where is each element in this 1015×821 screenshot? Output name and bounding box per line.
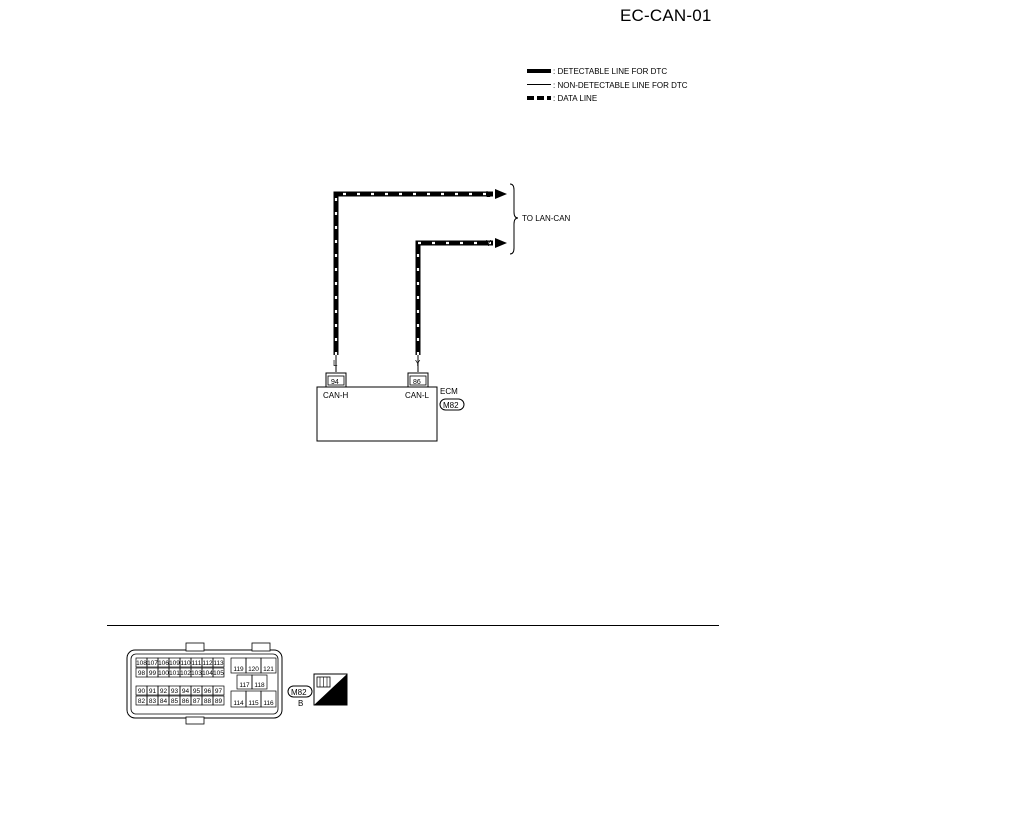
connector-pin-number: 117	[239, 682, 250, 689]
connector-pin-number: 110	[180, 660, 191, 667]
connector-cavity	[260, 690, 277, 708]
ecm-connector-oval	[439, 398, 465, 411]
connector-pin-number: 91	[149, 688, 157, 695]
connector-latch-right	[251, 642, 271, 652]
connector-pin-number: 96	[204, 688, 212, 695]
connector-pin-number: 104	[202, 670, 213, 677]
connector-pin-number: 98	[138, 670, 146, 677]
connector-pin-number: 86	[182, 698, 190, 705]
connector-pin-number: 105	[213, 670, 224, 677]
connector-id: M82	[291, 688, 307, 697]
can-h-wire-color-bottom: L	[333, 359, 338, 368]
connector-pin-number: 82	[138, 698, 146, 705]
connector-pin-number: 111	[192, 660, 202, 667]
connector-pin-number: 115	[248, 700, 259, 707]
connector-pin-number: 93	[171, 688, 179, 695]
ecm-pin-l-terminal	[407, 372, 429, 388]
connector-housing-outer	[126, 649, 283, 719]
connector-pin-number: 95	[193, 688, 201, 695]
connector-pin-number: 109	[169, 660, 180, 667]
can-l-arrow	[495, 238, 507, 248]
connector-pin-number: 94	[182, 688, 190, 695]
connector-pin-number: 84	[160, 698, 168, 705]
connector-pin-number: 85	[171, 698, 179, 705]
connector-cavity	[212, 657, 225, 668]
ecm-connector-id: M82	[443, 401, 459, 410]
connector-pin-number: 89	[215, 698, 223, 705]
lan-can-bracket	[509, 183, 519, 255]
ecm-box	[316, 386, 438, 442]
legend-data-line-label: : DATA LINE	[553, 94, 597, 103]
connector-pin-number: 108	[136, 660, 147, 667]
connector-pin-number: 99	[149, 670, 157, 677]
connector-pin-number: 121	[263, 666, 274, 673]
connector-pin-number: 101	[169, 670, 180, 677]
connector-latch-left	[185, 642, 205, 652]
connector-pin-number: 119	[233, 666, 244, 673]
connector-pin-number: 120	[248, 666, 259, 673]
can-l-wire	[415, 238, 507, 372]
ecm-unit: 94 86	[316, 372, 438, 442]
connector-pin-number: 102	[180, 670, 191, 677]
page-title: EC-CAN-01	[620, 6, 712, 25]
hs-badge-triangle	[314, 674, 347, 705]
can-l-wire-color-bottom: Y	[415, 359, 421, 368]
connector-cavity	[212, 695, 225, 706]
connector-housing-inner	[130, 653, 279, 715]
connector-pin-number: 90	[138, 688, 146, 695]
connector-pin-number: 118	[254, 682, 265, 689]
legend-detectable-label: : DETECTABLE LINE FOR DTC	[553, 67, 667, 76]
connector-pin-number: 116	[263, 700, 274, 707]
connector-pin-number: 107	[147, 660, 158, 667]
connector-cavity	[260, 657, 277, 674]
connector-pin-number: 103	[191, 670, 202, 677]
connector-pin-number: 114	[233, 700, 244, 707]
can-h-wire-color-top: L	[486, 190, 491, 199]
connector-id-oval	[287, 685, 313, 698]
connector-pin-number: 83	[149, 698, 157, 705]
ecm-name: ECM	[440, 387, 458, 396]
connector-cavity	[212, 685, 225, 696]
connector-color: B	[298, 699, 303, 708]
connector-pin-number: 112	[202, 660, 213, 667]
connector-pin-number: 88	[204, 698, 212, 705]
can-h-arrow	[495, 189, 507, 199]
connector-key-bottom	[185, 716, 205, 725]
ecm-pin-h-terminal	[325, 372, 347, 388]
ecm-can-h-label: CAN-H	[323, 391, 349, 400]
ecm-pin-h-number: 94	[331, 379, 339, 386]
hs-badge-label: H.S.	[325, 696, 341, 705]
connector-cavity	[212, 667, 225, 678]
connector-pin-number: 106	[158, 660, 169, 667]
connector-pin-number: 113	[213, 660, 224, 667]
connector-cavity	[251, 674, 268, 690]
legend: : DETECTABLE LINE FOR DTC : NON-DETECTAB…	[527, 67, 688, 103]
destination-label: TO LAN-CAN	[522, 214, 571, 223]
connector-pin-number: 97	[215, 688, 223, 695]
can-l-wire-color-top: Y	[486, 239, 492, 248]
ecm-pin-l-number: 86	[413, 379, 421, 386]
legend-non-detectable-label: : NON-DETECTABLE LINE FOR DTC	[553, 81, 688, 90]
connector-pin-number: 92	[160, 688, 168, 695]
connector-pin-number: 87	[193, 698, 201, 705]
ecm-can-l-label: CAN-L	[405, 391, 430, 400]
can-h-wire	[333, 189, 507, 372]
hs-badge: H.S.	[313, 673, 348, 706]
connector-pin-number: 100	[158, 670, 169, 677]
legend-detectable-swatch	[527, 69, 551, 73]
